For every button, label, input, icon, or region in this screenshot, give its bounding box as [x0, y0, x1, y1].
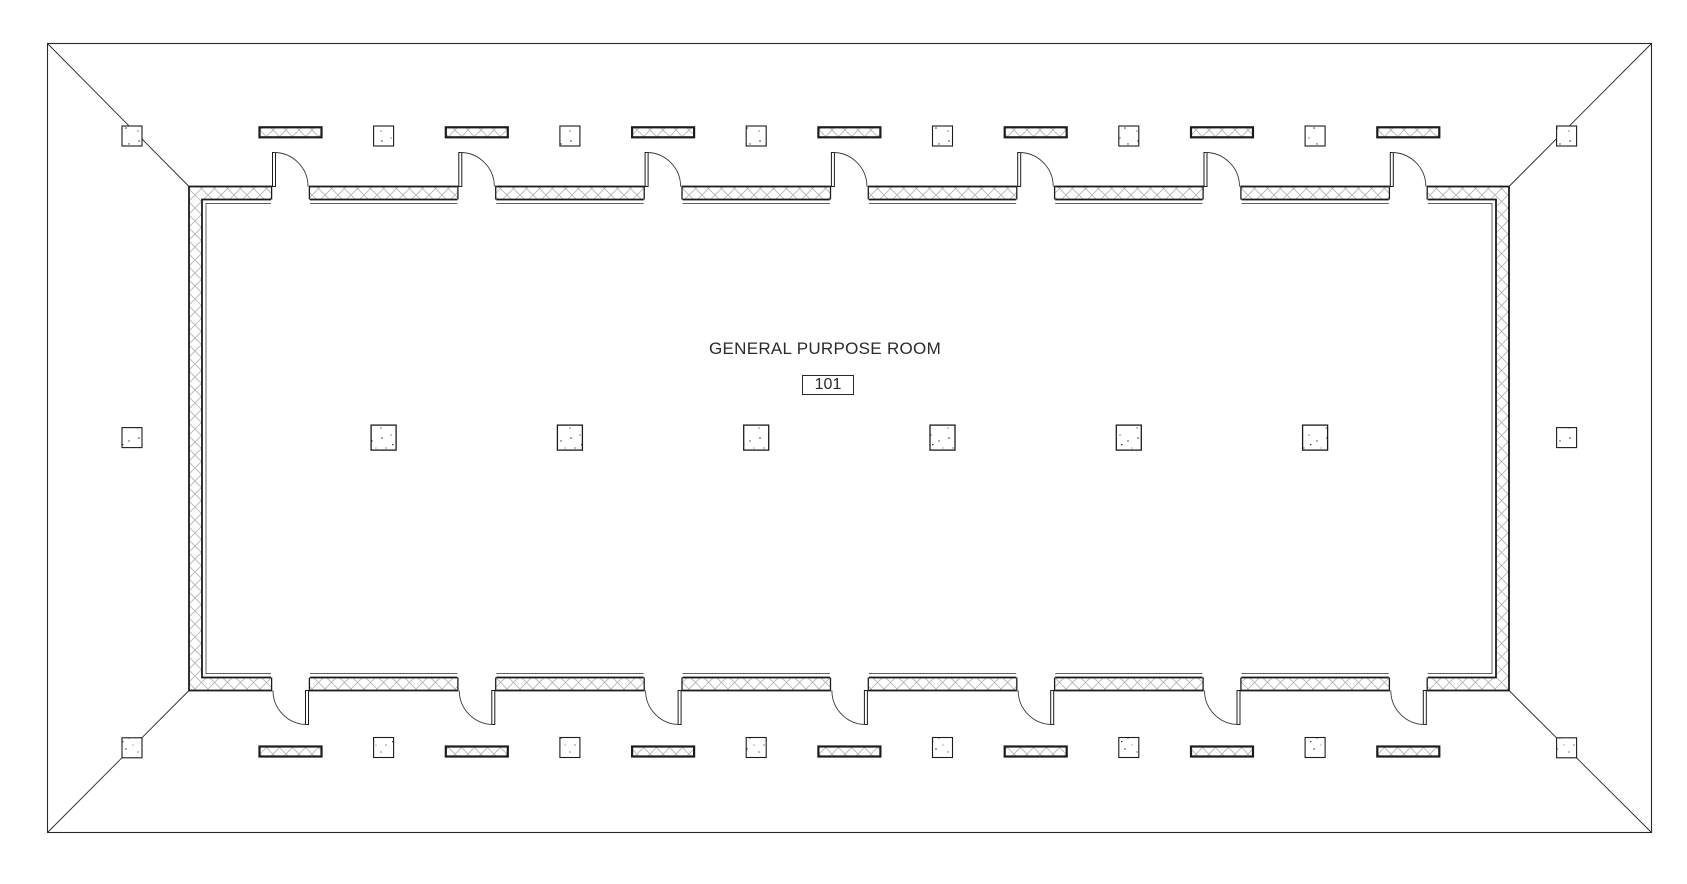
door-leaf [830, 152, 835, 187]
edge-column [1556, 125, 1578, 147]
door-swing-arc [1019, 152, 1054, 187]
door-swing-arc [646, 152, 682, 187]
door-swing-arc [272, 690, 308, 725]
canopy-pier [1118, 125, 1140, 147]
door-opening-bottom [457, 670, 497, 694]
door-swing-arc [831, 690, 866, 725]
door-leaf [1203, 152, 1208, 187]
canopy-pier [1118, 736, 1140, 759]
wall-inner-face [201, 198, 1497, 679]
door-swing-arc [1391, 152, 1427, 187]
canopy-pier [745, 125, 767, 147]
canopy-beam [817, 745, 882, 758]
canopy-pier [559, 736, 581, 759]
canopy-beam [1189, 126, 1255, 139]
door-leaf [863, 690, 868, 725]
door-leaf [1017, 152, 1022, 187]
room-name-label: GENERAL PURPOSE ROOM [708, 339, 942, 358]
canopy-outline [46, 42, 1653, 834]
edge-column [121, 427, 143, 449]
door-leaf [491, 690, 496, 725]
door-swing-arc [460, 152, 495, 187]
canopy-pier [373, 736, 395, 759]
door-opening-bottom [829, 670, 869, 694]
canopy-beam [258, 745, 323, 758]
room-number: 101 [814, 375, 842, 393]
door-swing-arc [1205, 152, 1240, 187]
interior-column [1115, 424, 1142, 451]
canopy-beam [1189, 745, 1255, 758]
door-leaf [458, 152, 463, 187]
roof-valley-line [47, 690, 190, 833]
door-leaf [305, 690, 309, 725]
canopy-pier [931, 125, 954, 147]
door-opening-top [1388, 183, 1428, 207]
room-number-box: 101 [802, 374, 854, 395]
roof-valley-line [47, 43, 190, 187]
door-swing-arc [1204, 690, 1239, 725]
canopy-beam [1003, 745, 1068, 758]
door-swing-arc [1390, 690, 1425, 725]
canopy-beam [444, 126, 509, 139]
door-leaf [272, 152, 276, 187]
door-opening-bottom [643, 670, 683, 694]
door-opening-top [271, 183, 310, 207]
interior-column [743, 424, 770, 451]
door-swing-arc [645, 690, 680, 725]
edge-column [1556, 427, 1578, 449]
canopy-pier [1304, 736, 1326, 759]
door-leaf [1422, 690, 1427, 725]
door-opening-bottom [1388, 670, 1428, 694]
door-opening-bottom [1202, 670, 1242, 694]
canopy-pier [1304, 125, 1326, 147]
edge-column [1556, 737, 1578, 759]
door-swing-arc [832, 152, 868, 187]
canopy-beam [1376, 126, 1441, 139]
door-opening-top [1202, 183, 1242, 207]
canopy-pier [745, 736, 767, 759]
canopy-beam [258, 126, 323, 139]
door-opening-top [1016, 183, 1056, 207]
edge-column [121, 125, 143, 147]
door-leaf [1050, 690, 1055, 725]
canopy-beam [630, 745, 696, 758]
interior-column [929, 424, 956, 451]
canopy-beam [1376, 745, 1441, 758]
roof-valley-line [1508, 43, 1652, 187]
door-leaf [677, 690, 682, 725]
door-swing-arc [458, 690, 494, 725]
door-opening-top [829, 183, 869, 207]
door-swing-arc [273, 152, 309, 187]
door-leaf [1236, 690, 1241, 725]
door-swing-arc [1017, 690, 1053, 725]
roof-valley-line [1508, 690, 1652, 833]
door-opening-bottom [271, 670, 310, 694]
interior-column [556, 424, 584, 451]
door-leaf [644, 152, 649, 187]
door-opening-top [643, 183, 683, 207]
canopy-pier [559, 125, 581, 147]
door-opening-top [457, 183, 497, 207]
canopy-beam [630, 126, 696, 139]
interior-column [370, 424, 397, 451]
canopy-beam [1003, 126, 1068, 139]
canopy-beam [817, 126, 882, 139]
door-leaf [1389, 152, 1394, 187]
canopy-pier [931, 736, 954, 759]
canopy-pier [373, 125, 395, 147]
interior-column [1301, 424, 1329, 451]
canopy-beam [444, 745, 509, 758]
door-opening-bottom [1016, 670, 1056, 694]
edge-column [121, 737, 143, 759]
